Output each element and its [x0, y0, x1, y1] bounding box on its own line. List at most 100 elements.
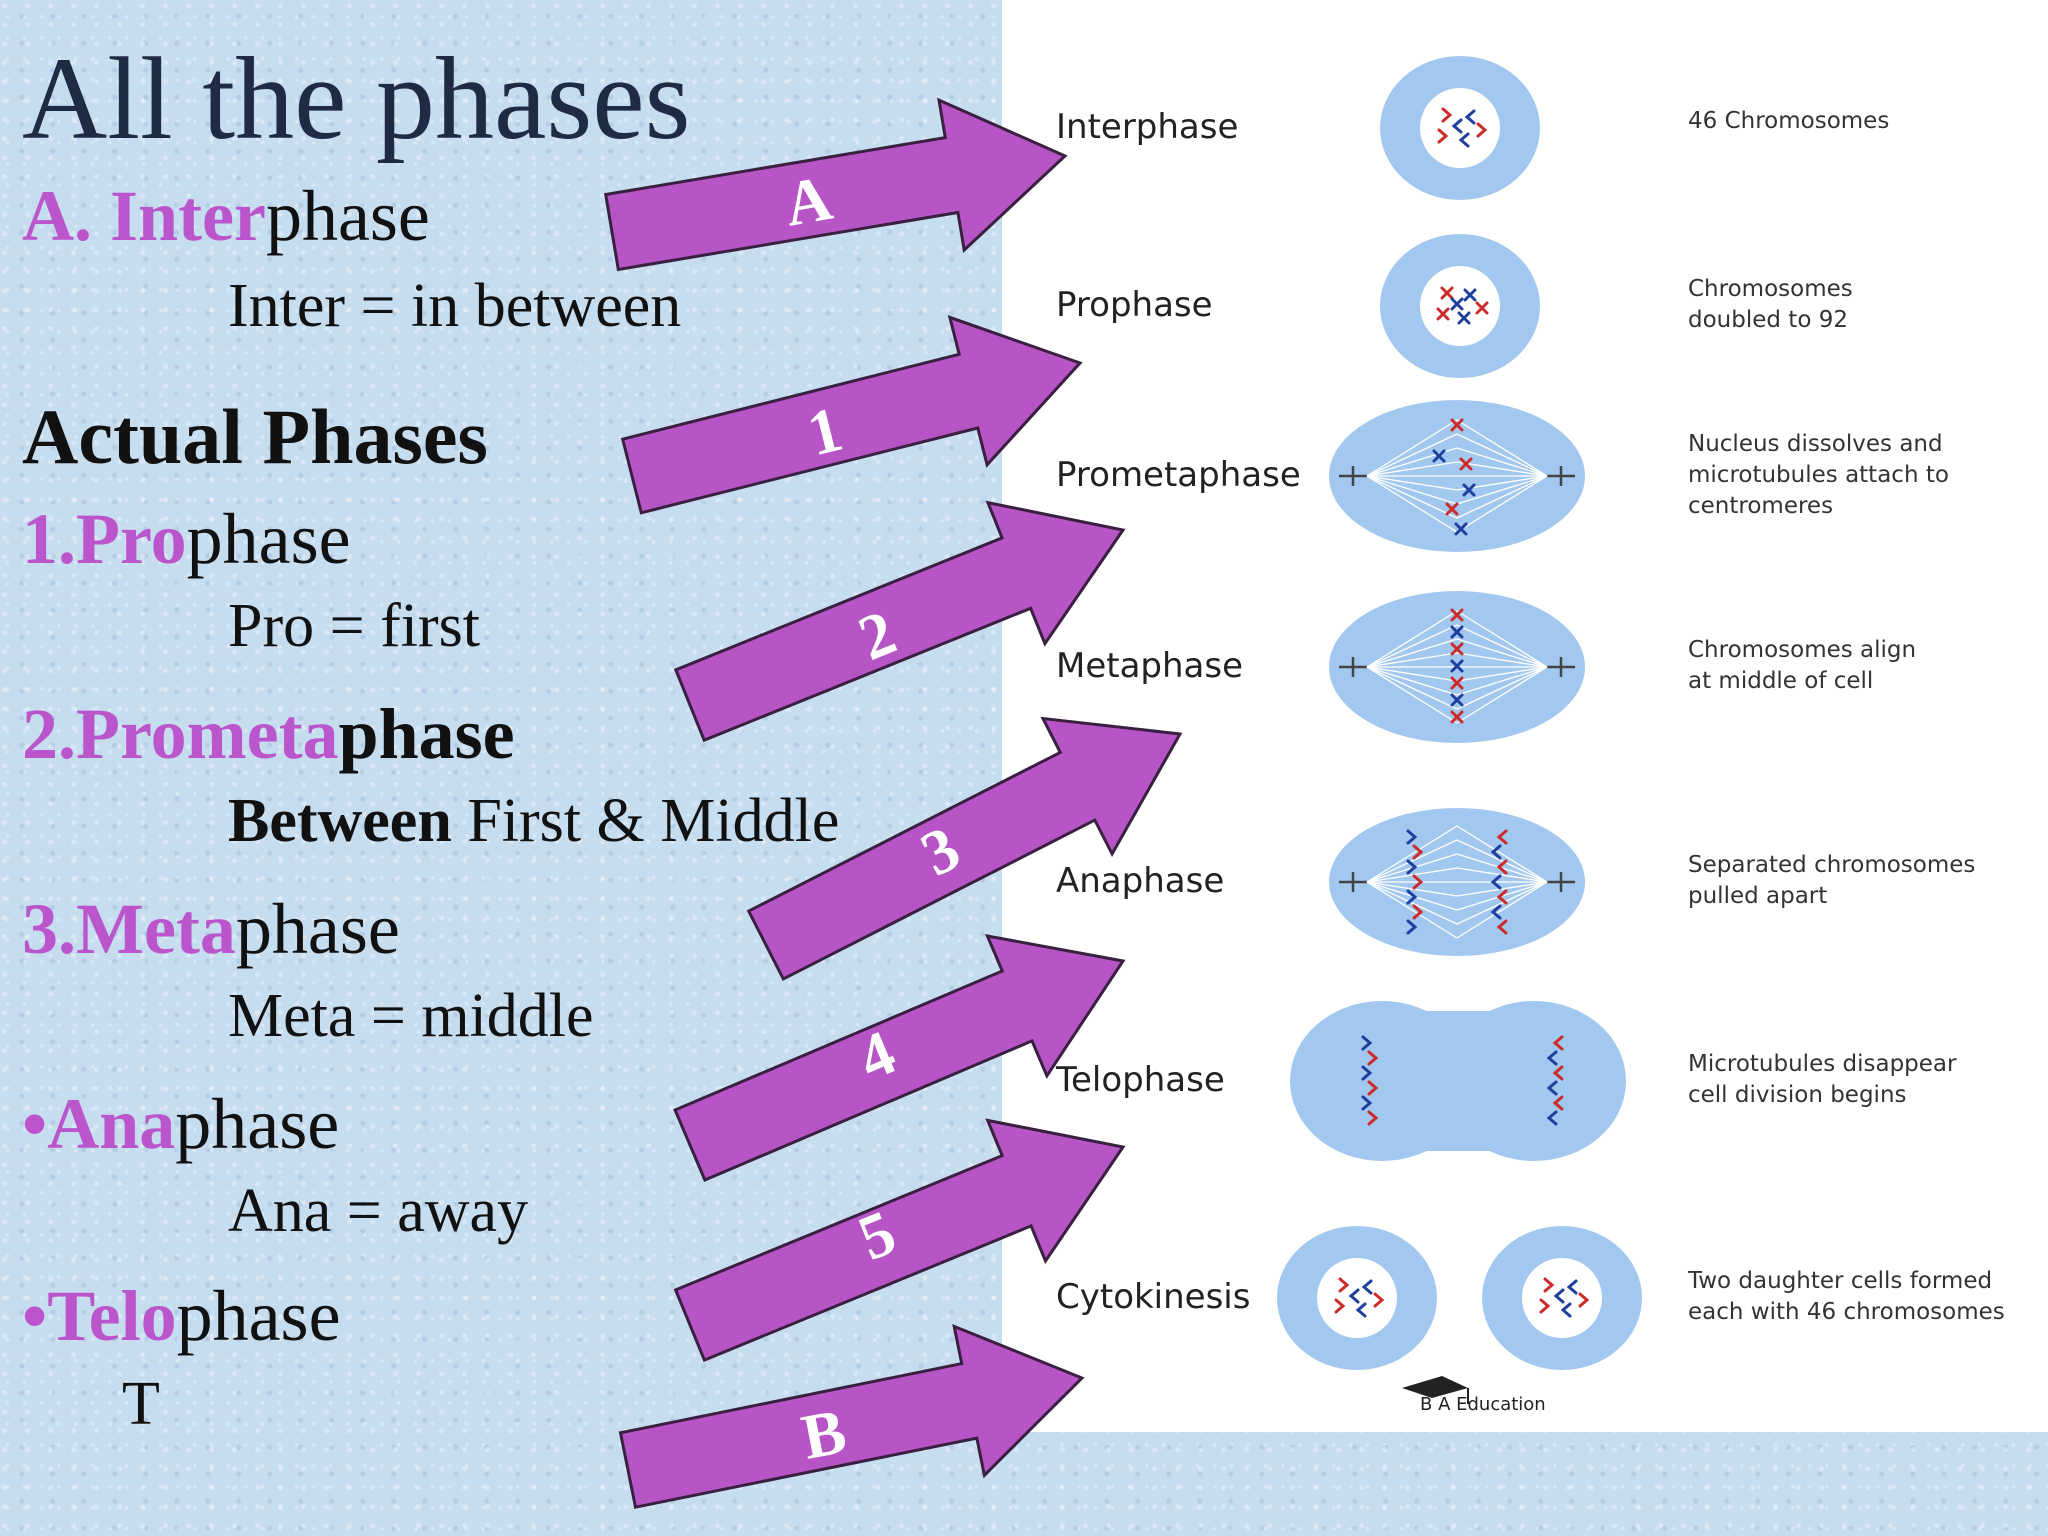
spindle-fiber: [1366, 475, 1458, 491]
chromosome: [1441, 107, 1453, 123]
publisher-logo: B A Education: [1402, 1376, 1546, 1415]
chromosome: [1406, 919, 1418, 935]
chromosome: [1412, 874, 1424, 890]
actual-phases-heading: Actual Phases: [22, 393, 488, 480]
chromosome: [1496, 859, 1508, 875]
spindle-fiber: [1366, 881, 1458, 925]
interphase-heading: A. Interphase: [22, 180, 430, 252]
telophase-heading: •Telophase: [22, 1280, 341, 1352]
chromosome: [1490, 844, 1502, 860]
chromosome: [1475, 301, 1489, 315]
arrow-a: A: [603, 97, 1068, 272]
arrow-3: 3: [746, 716, 1183, 981]
chromosome: [1406, 829, 1418, 845]
arrow-shape: [673, 500, 1126, 743]
phase-description: pulled apart: [1688, 883, 1827, 909]
chromosome: [1361, 1065, 1373, 1081]
prometaphase-heading: 2.Prometaphase: [22, 698, 515, 770]
arrow-shape: [673, 934, 1126, 1182]
nucleus: [1522, 1258, 1602, 1338]
spindle-pole-left: [1339, 657, 1367, 677]
chromosome: [1355, 1302, 1367, 1318]
arrow-shape: [746, 716, 1183, 981]
chromosome: [1543, 1277, 1555, 1293]
chromosome: [1361, 1095, 1373, 1111]
mortarboard-icon: [1402, 1376, 1468, 1398]
slide-title: All the phases: [22, 33, 691, 164]
arrow-1: 1: [620, 315, 1083, 515]
chromosome: [1373, 1292, 1385, 1308]
prophase-prefix: 1.: [22, 499, 76, 579]
chromosome: [1450, 608, 1464, 622]
phase-description: doubled to 92: [1688, 307, 1848, 333]
chromosome: [1454, 522, 1468, 536]
metaphase-prefix: 3.: [22, 889, 76, 969]
chromosome: [1367, 1050, 1379, 1066]
interphase-meaning: Inter = in between: [228, 272, 682, 340]
anaphase-meaning: Ana = away: [228, 1177, 529, 1245]
prophase-meaning: Pro = first: [228, 592, 480, 660]
spindle-pole-right: [1547, 466, 1575, 486]
chromosome: [1546, 1050, 1558, 1066]
cell-illustration: [1329, 591, 1585, 743]
spindle-fiber: [1366, 610, 1458, 668]
spindle-fiber: [1366, 652, 1458, 668]
phase-description: Chromosomes: [1688, 276, 1853, 302]
spindle-fiber: [1366, 433, 1458, 477]
chromosome: [1490, 904, 1502, 920]
spindle-fiber: [1456, 433, 1548, 477]
spindle-fiber: [1366, 839, 1458, 883]
spindle-fiber: [1456, 881, 1548, 939]
chromosome: [1450, 297, 1464, 311]
chromosome: [1462, 483, 1476, 497]
spindle-fiber: [1366, 881, 1458, 897]
chromosome: [1450, 659, 1464, 673]
interphase-prefix: A.: [22, 176, 110, 256]
spindle-fiber: [1456, 867, 1548, 883]
spindle-fiber: [1366, 825, 1458, 883]
spindle-fiber: [1456, 475, 1548, 519]
telophase-root: Telo: [47, 1276, 177, 1356]
phase-description: Chromosomes align: [1688, 637, 1916, 663]
chromosome: [1552, 1035, 1564, 1051]
spindle-fiber: [1456, 881, 1548, 925]
spindle-pole-right: [1547, 872, 1575, 892]
phase-description: Microtubules disappear: [1688, 1051, 1957, 1077]
spindle-fiber: [1366, 666, 1458, 710]
interphase-suffix: phase: [265, 176, 430, 256]
chromosome: [1560, 1302, 1572, 1318]
arrow-4: 4: [673, 934, 1126, 1182]
prometaphase-meaning-bold: Between: [228, 787, 452, 855]
chromosome: [1450, 418, 1464, 432]
spindle-fiber: [1366, 638, 1458, 668]
prometaphase-suffix: phase: [338, 694, 515, 774]
spindle-pole-left: [1339, 872, 1367, 892]
arrow-b: B: [618, 1323, 1085, 1509]
phase-label: Interphase: [1056, 107, 1238, 147]
cleavage-bridge: [1382, 1011, 1534, 1151]
telophase-meaning: T: [122, 1370, 160, 1438]
spindle-fiber: [1366, 475, 1458, 533]
chromosome: [1412, 844, 1424, 860]
chromosome: [1450, 625, 1464, 639]
spindle-fiber: [1366, 666, 1458, 682]
spindle-fiber: [1366, 666, 1458, 696]
chromosome: [1334, 1298, 1346, 1314]
prophase-heading: 1.Prophase: [22, 503, 351, 575]
cell-illustration: [1290, 1001, 1626, 1161]
chromosome: [1450, 676, 1464, 690]
chromosome: [1496, 919, 1508, 935]
phase-label: Metaphase: [1056, 646, 1243, 686]
arrow-shape: [618, 1323, 1085, 1509]
prometaphase-prefix: 2.: [22, 694, 76, 774]
metaphase-suffix: phase: [235, 889, 400, 969]
chromosome: [1458, 132, 1470, 148]
phase-label: Telophase: [1055, 1060, 1225, 1100]
phase-label: Prometaphase: [1056, 455, 1301, 495]
chromosome: [1367, 1110, 1379, 1126]
